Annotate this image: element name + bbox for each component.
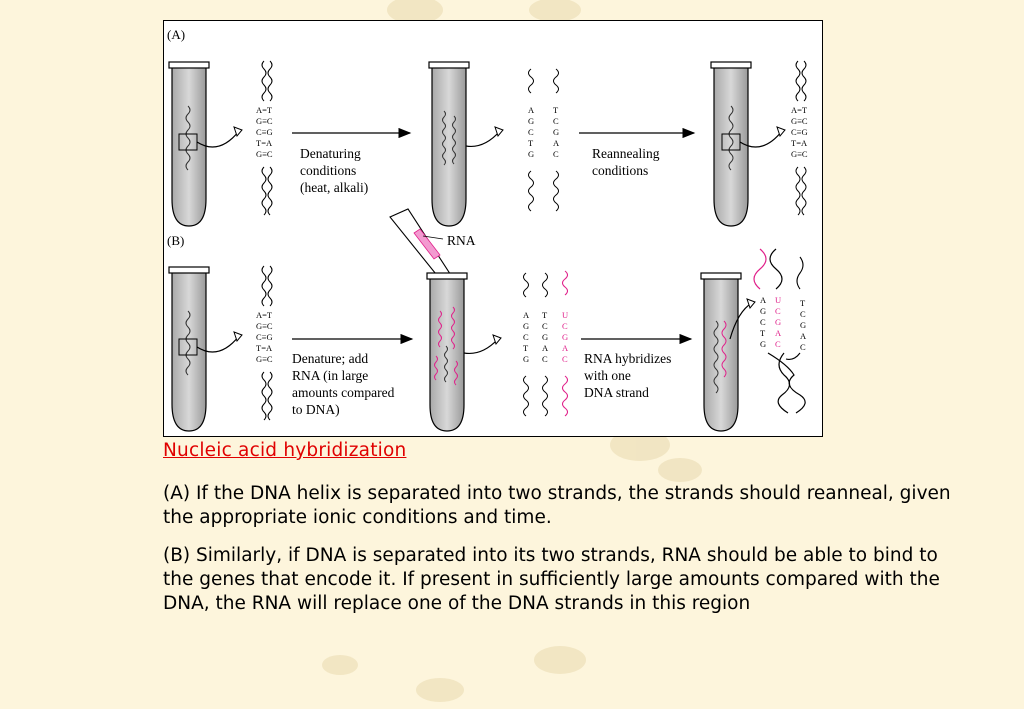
dna-duplex-a3: A=T G≡C C≡G T=A G≡C <box>791 60 808 216</box>
strand-a2-left-1: G <box>528 116 534 126</box>
duplex-pair-b1-1: G≡C <box>256 321 273 331</box>
strand-b2-right-3: A <box>542 343 549 353</box>
rna-strand-b2-4: C <box>562 354 568 364</box>
label-step-b1: Denature; add RNA (in large amounts comp… <box>292 351 395 417</box>
hybrid-rna-4: C <box>775 339 781 349</box>
duplex-pair-a1-1: G≡C <box>256 116 273 126</box>
rna-strand-b2-2: G <box>562 332 568 342</box>
displaced-dna-2: G <box>800 320 806 330</box>
test-tube-b3 <box>700 272 756 432</box>
hybridization-figure: (A) (B) A=T G≡C C≡G T=A G≡C Denaturing <box>163 20 823 437</box>
strand-a2-right-3: A <box>553 138 560 148</box>
strand-b2-right-0: T <box>542 310 548 320</box>
duplex-pair-a3-0: A=T <box>791 105 808 115</box>
displaced-dna-3: A <box>800 331 807 341</box>
displaced-dna-0: T <box>800 298 806 308</box>
test-tube-a2 <box>428 61 504 227</box>
rna-strand-b2-0: U <box>562 310 568 320</box>
hybrid-dna-3: T <box>760 328 766 338</box>
label-step-a2: Reannealing conditions <box>592 146 660 178</box>
step-b2-line-1: with one <box>584 368 631 383</box>
hybrid-rna-2: G <box>775 317 781 327</box>
test-tube-a1 <box>168 61 243 227</box>
step-b1-line-1: RNA (in large <box>292 368 368 383</box>
strand-b2-left-4: G <box>523 354 529 364</box>
label-step-a1: Denaturing conditions (heat, alkali) <box>300 146 368 195</box>
strand-a2-right-0: T <box>553 105 559 115</box>
strand-a2-right-2: G <box>553 127 559 137</box>
hybrid-dna-1: G <box>760 306 766 316</box>
duplex-pair-a3-4: G≡C <box>791 149 808 159</box>
duplex-pair-a1-3: T=A <box>256 138 273 148</box>
duplex-pair-b1-0: A=T <box>256 310 273 320</box>
displaced-dna-4: C <box>800 342 806 352</box>
hybrid-rna-0: U <box>775 295 781 305</box>
rna-strand-b2-1: C <box>562 321 568 331</box>
rna-label: RNA <box>447 233 476 248</box>
displaced-dna-1: C <box>800 309 806 319</box>
separated-strands-b2: A G C T G T C G A C U C G A C <box>523 270 569 417</box>
step-b1-line-3: to DNA) <box>292 402 340 417</box>
step-a2-line-1: conditions <box>592 163 648 178</box>
step-a1-line-1: conditions <box>300 163 356 178</box>
duplex-pair-b1-4: G≡C <box>256 354 273 364</box>
strand-b2-right-2: G <box>542 332 548 342</box>
step-b1-line-0: Denature; add <box>292 351 368 366</box>
duplex-pair-a3-3: T=A <box>791 138 808 148</box>
strand-b2-left-1: G <box>523 321 529 331</box>
strand-b2-right-4: C <box>542 354 548 364</box>
hybrid-rna-1: C <box>775 306 781 316</box>
strand-a2-right-1: C <box>553 116 559 126</box>
step-a1-line-0: Denaturing <box>300 146 361 161</box>
strand-b2-left-3: T <box>523 343 529 353</box>
test-tube-b2 <box>426 272 502 432</box>
caption-title: Nucleic acid hybridization <box>163 440 407 461</box>
caption-paragraph-b: (B) Similarly, if DNA is separated into … <box>163 545 940 614</box>
hybrid-dna-2: C <box>760 317 766 327</box>
dna-duplex-b1: A=T G≡C C≡G T=A G≡C <box>256 265 273 421</box>
hybrid-rna-3: A <box>775 328 782 338</box>
test-tube-a3 <box>710 61 786 227</box>
rna-dna-hybrid-b3: A G C T G U C G A C T C G A C <box>753 248 807 414</box>
step-b1-line-2: amounts compared <box>292 385 395 400</box>
duplex-pair-a3-2: C≡G <box>791 127 808 137</box>
panel-b-label: (B) <box>167 233 184 248</box>
strand-a2-left-2: C <box>528 127 534 137</box>
test-tube-b1 <box>168 266 243 432</box>
strand-b2-right-1: C <box>542 321 548 331</box>
strand-b2-left-2: C <box>523 332 529 342</box>
strand-a2-left-3: T <box>528 138 534 148</box>
strand-a2-right-4: C <box>553 149 559 159</box>
separated-strands-a2: A G C T G T C G A C <box>528 68 560 212</box>
hybrid-dna-4: G <box>760 339 766 349</box>
strand-b2-left-0: A <box>523 310 530 320</box>
step-b2-line-2: DNA strand <box>584 385 649 400</box>
strand-a2-left-0: A <box>528 105 535 115</box>
duplex-pair-b1-2: C≡G <box>256 332 273 342</box>
step-a1-line-2: (heat, alkali) <box>300 180 368 195</box>
duplex-pair-b1-3: T=A <box>256 343 273 353</box>
duplex-pair-a1-4: G≡C <box>256 149 273 159</box>
dna-duplex-a1: A=T G≡C C≡G T=A G≡C <box>256 60 273 216</box>
strand-a2-left-4: G <box>528 149 534 159</box>
rna-strand-b2-3: A <box>562 343 569 353</box>
hybrid-dna-0: A <box>760 295 767 305</box>
duplex-pair-a1-2: C≡G <box>256 127 273 137</box>
label-step-b2: RNA hybridizes with one DNA strand <box>584 351 671 400</box>
duplex-pair-a1-0: A=T <box>256 105 273 115</box>
caption-paragraph-a: (A) If the DNA helix is separated into t… <box>163 483 951 528</box>
step-b2-line-0: RNA hybridizes <box>584 351 671 366</box>
panel-a-label: (A) <box>167 27 185 42</box>
step-a2-line-0: Reannealing <box>592 146 660 161</box>
duplex-pair-a3-1: G≡C <box>791 116 808 126</box>
